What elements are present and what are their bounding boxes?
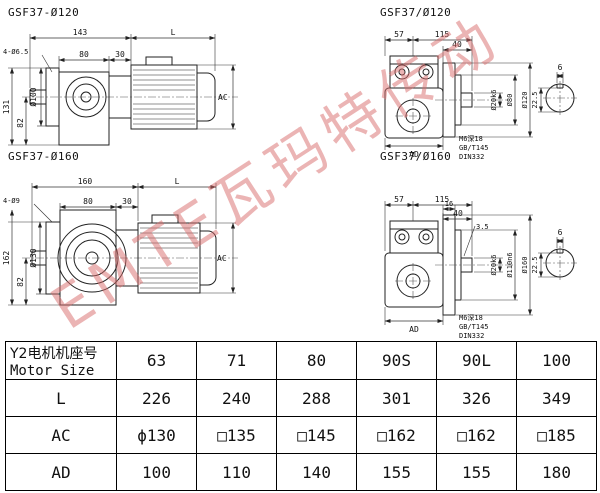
dimensions-f160: 57 115 16 40 3.5 Ø20k6 Ø110n6 Ø160: [384, 195, 564, 340]
table-row-AC: AC ϕ130 □135 □145 □162 □162 □185: [5, 416, 597, 454]
dimensions-s120: 143 L 4-Ø6.5 80 30 Ø100 131 82 AC: [2, 28, 236, 146]
dim-key-height: 22.5: [531, 92, 539, 109]
dim-115: 115: [435, 30, 450, 39]
dim-3-5: 3.5: [476, 223, 489, 231]
dim-spigot-dia: Ø110n6: [506, 252, 514, 277]
dim-holes: 4-Ø6.5: [3, 48, 28, 56]
dim-L: L: [171, 28, 176, 37]
value-AD-71: 110: [196, 453, 277, 491]
drawing-f160-front-view: 57 115 16 40 3.5 Ø20k6 Ø110n6 Ø160: [384, 195, 577, 340]
motor-size-63: 63: [116, 341, 197, 380]
note-thread: M6深18: [459, 134, 483, 143]
note-din-standard: DIN332: [459, 153, 484, 160]
gearmotor-outline: [22, 209, 238, 306]
value-AC-90s: □162: [356, 416, 437, 454]
row-label-AC: AC: [5, 416, 117, 454]
dim-shaft-dia: Ø20k6: [490, 254, 498, 275]
motor-size-header-cell: Y2电机机座号 Motor Size: [5, 341, 117, 380]
dim-57: 57: [394, 30, 404, 39]
drawing-title-s160: GSF37-Ø160: [8, 150, 80, 163]
table-row-motor-size: Y2电机机座号 Motor Size 63 71 80 90S 90L 100: [5, 341, 597, 380]
dim-30: 30: [122, 197, 132, 206]
dim-key-width: 6: [558, 228, 563, 237]
motor-size-label-cn: Y2电机机座号: [10, 345, 98, 362]
drawing-f120-front-view: 57 115 40 Ø20k6 Ø80 Ø120 AD M6深18 GB/T14…: [384, 30, 577, 160]
value-AD-100: 180: [516, 453, 597, 491]
shaft-key-detail: [543, 81, 577, 115]
dimensions-f120: 57 115 40 Ø20k6 Ø80 Ø120 AD M6深18 GB/T14…: [384, 30, 564, 160]
dim-AD: AD: [409, 150, 419, 159]
drawing-s120-side-view: 143 L 4-Ø6.5 80 30 Ø100 131 82 AC: [2, 28, 238, 146]
dim-spigot-dia: Ø80: [506, 94, 514, 107]
value-L-100: 349: [516, 379, 597, 417]
dim-shaft-dia: Ø20k6: [490, 89, 498, 110]
drawing-title-f160: GSF37/Ø160: [380, 150, 452, 163]
dim-80: 80: [83, 197, 93, 206]
motor-size-90l: 90L: [436, 341, 517, 380]
dim-162: 162: [2, 251, 11, 266]
value-AD-80: 140: [276, 453, 357, 491]
dim-82: 82: [16, 277, 25, 287]
row-label-AD: AD: [5, 453, 117, 491]
dim-16: 16: [445, 200, 453, 208]
dim-L: L: [175, 177, 180, 186]
value-AC-63: ϕ130: [116, 416, 197, 454]
value-AC-100: □185: [516, 416, 597, 454]
value-AD-63: 100: [116, 453, 197, 491]
dim-131: 131: [2, 100, 11, 115]
motor-fins: [133, 69, 195, 125]
dim-40: 40: [453, 209, 463, 218]
dim-AC: AC: [218, 93, 228, 102]
motor-size-80: 80: [276, 341, 357, 380]
dimensions-s160: 160 L 4-Ø9 80 30 Ø130 162 82 AC: [2, 177, 236, 306]
value-L-71: 240: [196, 379, 277, 417]
gearmotor-outline: [22, 56, 238, 146]
note-thread: M6深18: [459, 313, 483, 322]
dim-flange-dia: Ø160: [521, 257, 529, 274]
shaft-key-detail: [543, 246, 577, 280]
value-AC-90l: □162: [436, 416, 517, 454]
value-L-90l: 326: [436, 379, 517, 417]
drawing-title-f120: GSF37/Ø120: [380, 6, 452, 19]
dim-143: 143: [73, 28, 88, 37]
value-AC-71: □135: [196, 416, 277, 454]
dim-holes: 4-Ø9: [3, 197, 20, 205]
motor-size-100: 100: [516, 341, 597, 380]
dim-flange-dia: Ø120: [521, 92, 529, 109]
motor-fins: [140, 227, 198, 289]
drawing-s160-side-view: 160 L 4-Ø9 80 30 Ø130 162 82 AC: [2, 177, 238, 306]
dim-key-height: 22.5: [531, 257, 539, 274]
value-AD-90s: 155: [356, 453, 437, 491]
value-L-90s: 301: [356, 379, 437, 417]
note-gb-standard: GB/T145: [459, 323, 489, 331]
table-row-L: L 226 240 288 301 326 349: [5, 379, 597, 417]
value-L-80: 288: [276, 379, 357, 417]
value-AD-90l: 155: [436, 453, 517, 491]
dim-160: 160: [78, 177, 93, 186]
dim-AC: AC: [217, 254, 227, 263]
spec-table: Y2电机机座号 Motor Size 63 71 80 90S 90L 100 …: [5, 341, 597, 491]
drawing-title-s120: GSF37-Ø120: [8, 6, 80, 19]
motor-size-71: 71: [196, 341, 277, 380]
dim-30: 30: [115, 50, 125, 59]
row-label-L: L: [5, 379, 117, 417]
table-row-AD: AD 100 110 140 155 155 180: [5, 453, 597, 491]
dim-AD: AD: [409, 325, 419, 334]
dim-57: 57: [394, 195, 404, 204]
motor-size-label-en: Motor Size: [10, 362, 95, 379]
note-din-standard: DIN332: [459, 332, 484, 340]
dim-115: 115: [435, 195, 450, 204]
dim-key-width: 6: [558, 63, 563, 72]
dim-82: 82: [16, 118, 25, 128]
value-AC-80: □145: [276, 416, 357, 454]
dim-flange-dia: Ø130: [28, 248, 38, 267]
dim-flange-dia: Ø100: [28, 87, 38, 106]
dim-80: 80: [79, 50, 89, 59]
housing-outline: [384, 214, 515, 316]
note-gb-standard: GB/T145: [459, 144, 489, 152]
value-L-63: 226: [116, 379, 197, 417]
motor-size-90s: 90S: [356, 341, 437, 380]
housing-outline: [384, 55, 508, 139]
dim-40: 40: [452, 40, 462, 49]
